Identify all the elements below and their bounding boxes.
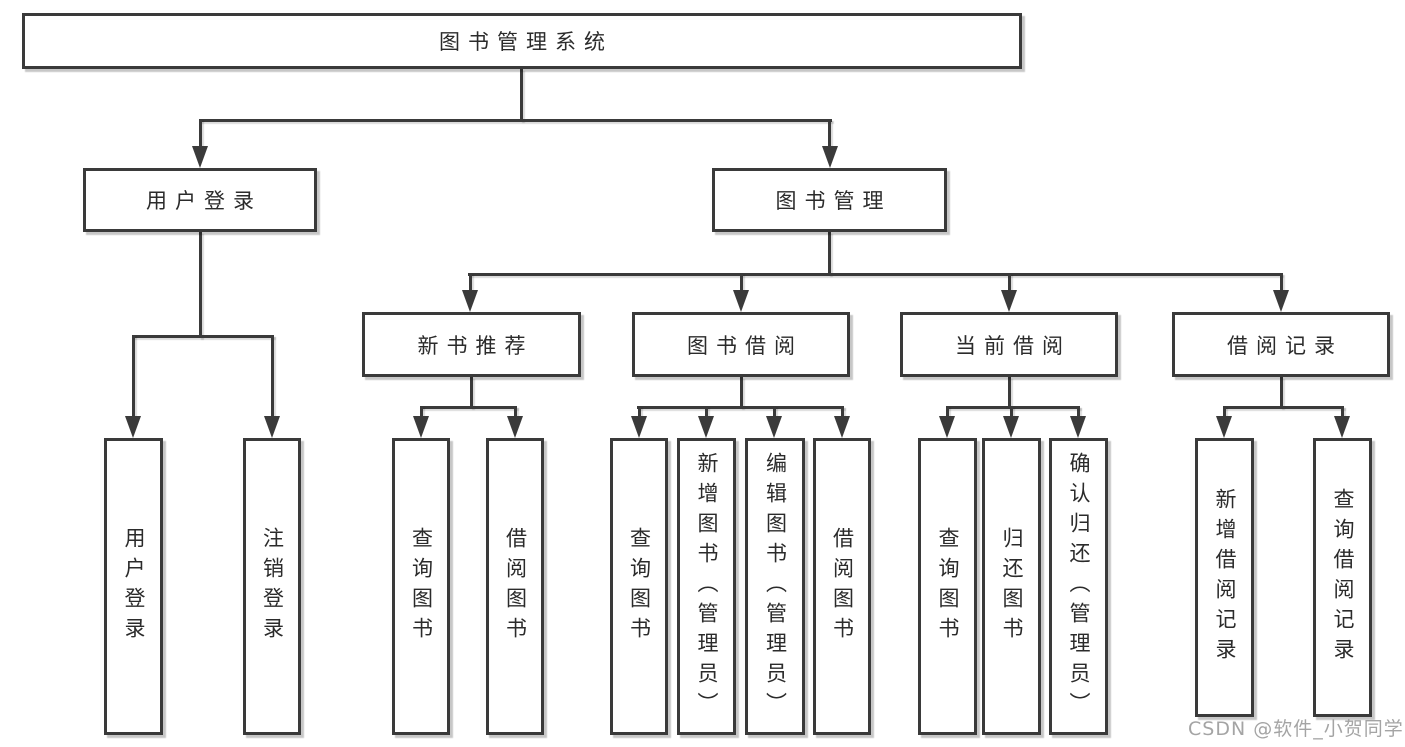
connector-drop-nb-query xyxy=(420,406,423,418)
csdn-watermark: CSDN @软件_小贺同学 xyxy=(1188,718,1404,740)
connector-borrowing-records-rail xyxy=(1223,406,1344,409)
leaf-return-books: 归还图书 xyxy=(982,438,1041,735)
connector-borrowing-records-stem xyxy=(1280,377,1283,408)
connector-drop-bb-query xyxy=(638,406,641,418)
connector-drop-br-query xyxy=(1341,406,1344,418)
connector-drop-book-borrowing xyxy=(740,273,743,292)
arrow-nb-borrow-icon xyxy=(507,416,523,438)
connector-user-login-rail xyxy=(132,335,274,338)
arrow-borrowing-records-icon xyxy=(1273,290,1289,312)
connector-drop-borrowing-records xyxy=(1280,273,1283,292)
node-current-borrowing-label: 当前借阅 xyxy=(955,333,1071,358)
node-new-book-recommend: 新书推荐 xyxy=(362,312,581,377)
connector-drop-user-login xyxy=(199,119,202,148)
node-library-system: 图书管理系统 xyxy=(22,13,1022,69)
leaf-borrow-books-recommend-label: 借阅图书 xyxy=(503,526,528,647)
leaf-add-books-admin-label: 新增图书（管理员） xyxy=(695,451,719,722)
connector-book-borrowing-rail xyxy=(637,406,844,409)
node-library-system-label: 图书管理系统 xyxy=(439,30,613,54)
connector-drop-leaf-logout xyxy=(271,335,274,418)
leaf-confirm-return-admin-label: 确认归还（管理员） xyxy=(1067,451,1091,722)
arrow-cb-query-icon xyxy=(939,416,955,438)
arrow-current-borrowing-icon xyxy=(1001,290,1017,312)
arrow-new-book-icon xyxy=(462,290,478,312)
connector-drop-bb-borrow xyxy=(841,406,844,418)
leaf-query-borrow-record: 查询借阅记录 xyxy=(1313,438,1372,717)
leaf-query-books-borrowing-label: 查询图书 xyxy=(627,526,652,647)
connector-drop-new-book xyxy=(469,273,472,292)
connector-drop-leaf-user-login xyxy=(132,335,135,418)
leaf-query-books-recommend-label: 查询图书 xyxy=(409,526,434,647)
node-current-borrowing: 当前借阅 xyxy=(900,312,1118,377)
arrow-nb-query-icon xyxy=(413,416,429,438)
node-book-management: 图书管理 xyxy=(712,168,947,232)
arrow-cb-return-icon xyxy=(1003,416,1019,438)
leaf-return-books-label: 归还图书 xyxy=(1000,526,1024,647)
leaf-borrow-books-borrowing-label: 借阅图书 xyxy=(830,526,855,647)
arrow-leaf-user-login-icon xyxy=(125,416,141,438)
leaf-user-login: 用户登录 xyxy=(104,438,163,735)
connector-book-management-stem xyxy=(828,232,831,275)
connector-new-book-rail xyxy=(420,406,517,409)
arrow-br-add-icon xyxy=(1216,416,1232,438)
leaf-add-borrow-record-label: 新增借阅记录 xyxy=(1213,487,1237,668)
leaf-query-books-current: 查询图书 xyxy=(918,438,977,735)
arrow-book-management-icon xyxy=(822,146,838,168)
connector-drop-nb-borrow xyxy=(514,406,517,418)
connector-drop-cb-return xyxy=(1010,406,1013,418)
connector-drop-cb-confirm xyxy=(1077,406,1080,418)
leaf-user-login-label: 用户登录 xyxy=(122,526,146,647)
arrow-cb-confirm-icon xyxy=(1070,416,1086,438)
leaf-add-borrow-record: 新增借阅记录 xyxy=(1195,438,1254,717)
arrow-bb-query-icon xyxy=(631,416,647,438)
leaf-add-books-admin: 新增图书（管理员） xyxy=(677,438,736,735)
connector-user-login-stem xyxy=(199,232,202,338)
node-borrowing-records-label: 借阅记录 xyxy=(1227,333,1343,358)
arrow-bb-add-icon xyxy=(698,416,714,438)
node-book-borrowing-label: 图书借阅 xyxy=(687,333,803,358)
connector-level3-rail xyxy=(468,273,1282,276)
node-book-management-label: 图书管理 xyxy=(775,189,892,213)
arrow-bb-edit-icon xyxy=(766,416,782,438)
connector-current-borrowing-rail xyxy=(946,406,1080,409)
connector-root-stem xyxy=(520,69,523,121)
leaf-confirm-return-admin: 确认归还（管理员） xyxy=(1049,438,1108,735)
leaf-borrow-books-borrowing: 借阅图书 xyxy=(813,438,871,735)
connector-new-book-stem xyxy=(470,377,473,408)
connector-drop-bb-add xyxy=(705,406,708,418)
leaf-query-borrow-record-label: 查询借阅记录 xyxy=(1331,487,1355,668)
node-book-borrowing: 图书借阅 xyxy=(632,312,850,377)
arrow-bb-borrow-icon xyxy=(834,416,850,438)
arrow-leaf-logout-icon xyxy=(264,416,280,438)
leaf-edit-books-admin: 编辑图书（管理员） xyxy=(745,438,805,735)
node-new-book-recommend-label: 新书推荐 xyxy=(417,333,534,358)
node-user-login: 用户登录 xyxy=(83,168,317,232)
leaf-borrow-books-recommend: 借阅图书 xyxy=(486,438,544,735)
connector-drop-cb-query xyxy=(946,406,949,418)
leaf-query-books-current-label: 查询图书 xyxy=(936,526,960,647)
connector-drop-bb-edit xyxy=(773,406,776,418)
connector-current-borrowing-stem xyxy=(1008,377,1011,408)
leaf-edit-books-admin-label: 编辑图书（管理员） xyxy=(763,451,788,722)
connector-root-rail xyxy=(199,119,832,122)
node-borrowing-records: 借阅记录 xyxy=(1172,312,1390,377)
connector-drop-book-management xyxy=(828,119,831,148)
arrow-book-borrowing-icon xyxy=(733,290,749,312)
node-user-login-label: 用户登录 xyxy=(146,189,262,213)
leaf-query-books-recommend: 查询图书 xyxy=(392,438,450,735)
arrow-user-login-icon xyxy=(192,146,208,168)
connector-drop-br-add xyxy=(1223,406,1226,418)
leaf-logout-login: 注销登录 xyxy=(243,438,301,735)
leaf-query-books-borrowing: 查询图书 xyxy=(610,438,668,735)
leaf-logout-login-label: 注销登录 xyxy=(260,526,285,647)
connector-drop-current-borrowing xyxy=(1008,273,1011,292)
connector-book-borrowing-stem xyxy=(740,377,743,408)
arrow-br-query-icon xyxy=(1334,416,1350,438)
